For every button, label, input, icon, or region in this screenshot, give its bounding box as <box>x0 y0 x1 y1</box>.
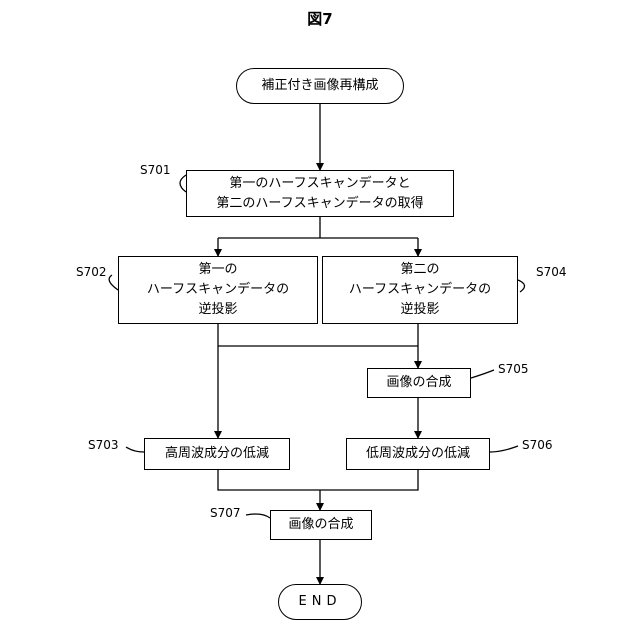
step-s701-box: 第一のハーフスキャンデータと 第二のハーフスキャンデータの取得 <box>186 170 454 217</box>
line-s701-split <box>218 217 418 238</box>
step-s702-box: 第一の ハーフスキャンデータの 逆投影 <box>118 256 318 324</box>
end-label: END <box>299 592 342 612</box>
start-label: 補正付き画像再構成 <box>261 76 378 96</box>
step-s705-box: 画像の合成 <box>367 368 471 398</box>
leader-s705 <box>471 370 494 378</box>
leader-s704 <box>518 280 525 292</box>
s704-line-3: 逆投影 <box>400 300 439 320</box>
s701-line-2: 第二のハーフスキャンデータの取得 <box>216 194 423 214</box>
step-s707-box: 画像の合成 <box>270 510 372 540</box>
end-terminal: END <box>278 584 362 620</box>
s701-line-1: 第一のハーフスキャンデータと <box>229 174 410 194</box>
start-terminal: 補正付き画像再構成 <box>236 68 404 104</box>
leader-s703 <box>126 447 144 452</box>
s706-label: 低周波成分の低減 <box>366 444 470 464</box>
s702-line-2: ハーフスキャンデータの <box>147 280 289 300</box>
step-s703-box: 高周波成分の低減 <box>144 438 290 470</box>
step-label-s706: S706 <box>522 438 553 452</box>
s702-line-3: 逆投影 <box>198 300 237 320</box>
step-label-s703: S703 <box>88 438 119 452</box>
s704-line-1: 第二の <box>400 260 439 280</box>
step-label-s704: S704 <box>536 265 567 279</box>
s705-label: 画像の合成 <box>386 373 451 393</box>
s707-label: 画像の合成 <box>288 515 353 535</box>
step-label-s701: S701 <box>140 163 171 177</box>
s704-line-2: ハーフスキャンデータの <box>349 280 491 300</box>
leader-s702 <box>109 275 118 290</box>
s703-label: 高周波成分の低減 <box>165 444 269 464</box>
line-merge <box>218 470 418 490</box>
step-label-s705: S705 <box>498 362 529 376</box>
step-s704-box: 第二の ハーフスキャンデータの 逆投影 <box>322 256 518 324</box>
leader-s706 <box>490 446 518 452</box>
step-label-s707: S707 <box>210 506 241 520</box>
step-s706-box: 低周波成分の低減 <box>346 438 490 470</box>
step-label-s702: S702 <box>76 265 107 279</box>
leader-s707 <box>246 514 270 518</box>
s702-line-1: 第一の <box>198 260 237 280</box>
